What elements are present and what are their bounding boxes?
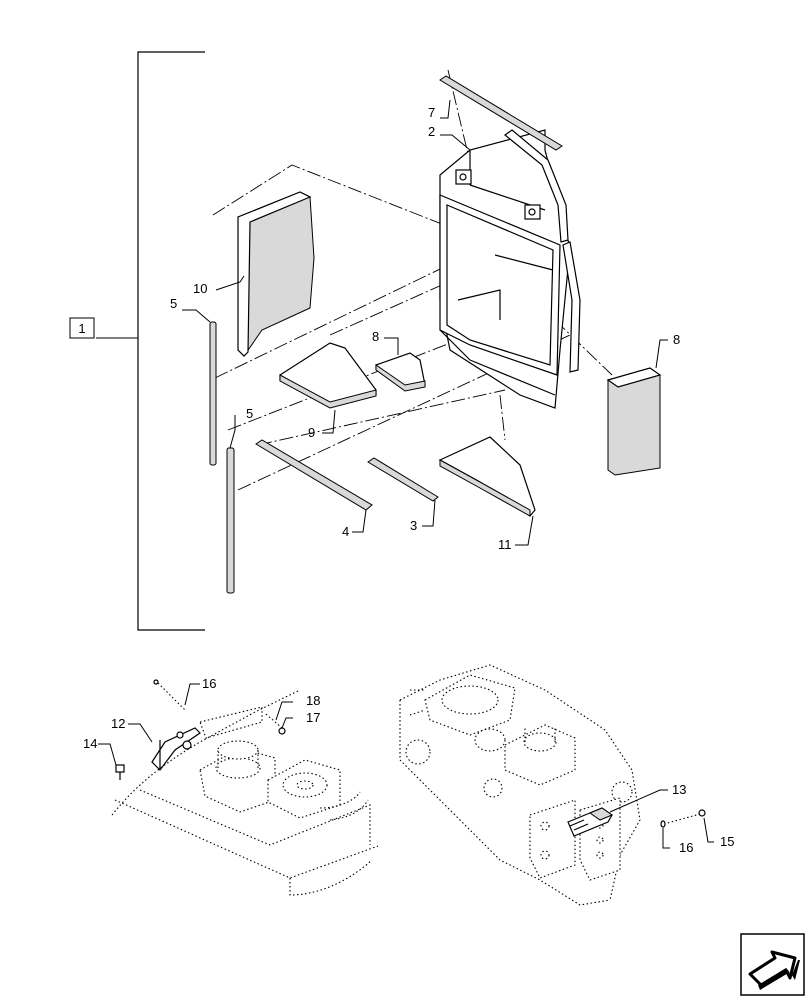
assembly-bracket: 1 (69, 51, 205, 631)
callout-17: 17 (306, 710, 320, 725)
detail-left-engine (111, 679, 379, 896)
callout-3: 3 (410, 518, 417, 533)
top-seal (439, 75, 563, 151)
callout-12: 12 (111, 716, 125, 731)
callout-7: 8 (673, 332, 680, 347)
callout-16-right: 16 (679, 840, 693, 855)
callout-5-lower: 5 (246, 406, 253, 421)
left-panel (237, 191, 315, 357)
callout-11: 11 (498, 537, 512, 552)
callout-10: 10 (193, 281, 207, 296)
callout-1: 1 (78, 321, 85, 336)
seal-4 (255, 439, 373, 511)
next-page-arrow-icon[interactable] (740, 933, 805, 996)
callout-13: 13 (672, 782, 686, 797)
callout-4: 4 (342, 524, 349, 539)
detail-right-engine (399, 664, 706, 906)
lower-left-callouts: 16 18 17 12 14 (83, 676, 320, 766)
callout-15: 15 (720, 834, 734, 849)
block-7 (606, 367, 662, 476)
radiator-shroud (439, 129, 571, 409)
plate-9 (279, 342, 377, 409)
vertical-seals (209, 321, 235, 594)
plate-11 (438, 436, 536, 517)
plate-8 (375, 352, 426, 392)
lower-right-callouts: 13 15 16 (609, 782, 734, 855)
callout-9: 9 (308, 425, 315, 440)
callout-5-upper: 5 (170, 296, 177, 311)
callout-18: 18 (306, 693, 320, 708)
callout-8: 8 (372, 329, 379, 344)
side-seal (504, 129, 581, 373)
seal-3 (367, 457, 439, 502)
upper-callouts: 7 2 10 5 8 8 5 9 4 3 11 (170, 99, 680, 552)
callout-14: 14 (83, 736, 97, 751)
callout-6: 7 (428, 105, 435, 120)
callout-2: 2 (428, 124, 435, 139)
callout-16-left: 16 (202, 676, 216, 691)
